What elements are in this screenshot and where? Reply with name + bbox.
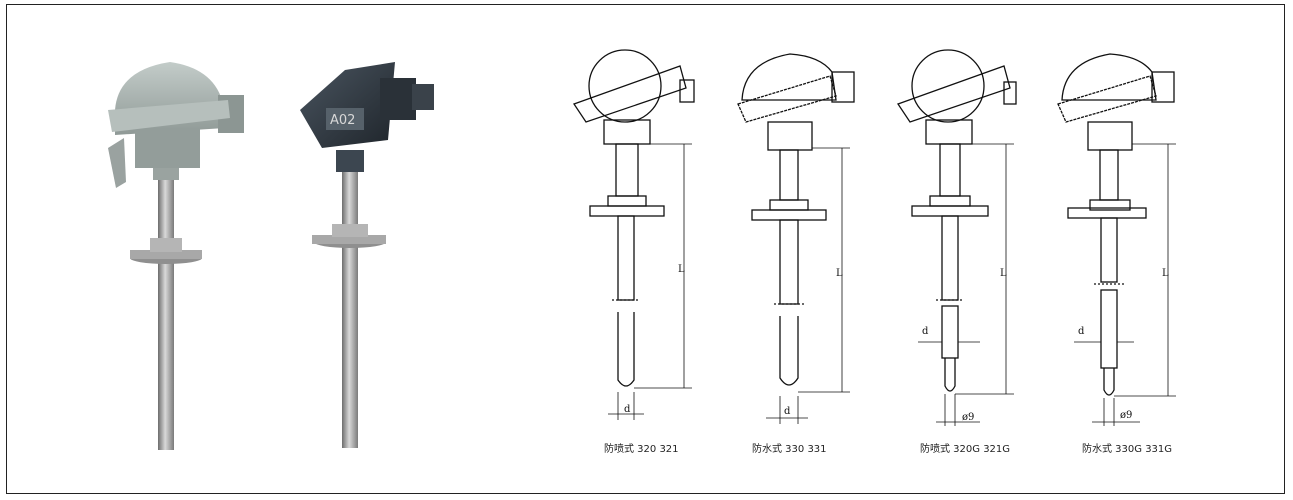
drawing-330G-331G xyxy=(1057,53,1176,426)
dim-length-label: L xyxy=(678,264,685,275)
dim-tip-diameter-label: ø9 xyxy=(1120,410,1132,421)
dim-length-label: L xyxy=(1162,268,1169,279)
drawing-330-331 xyxy=(737,53,855,424)
caption-320-321: 防喷式 320 321 xyxy=(604,444,679,455)
caption-330-331: 防水式 330 331 xyxy=(752,444,827,455)
caption-330G-331G: 防水式 330G 331G xyxy=(1082,444,1173,455)
photo-dark-thermocouple: A02 xyxy=(300,62,434,448)
caption-320G-321G: 防喷式 320G 321G xyxy=(920,444,1011,455)
dim-diameter-label: d xyxy=(784,406,791,417)
dim-diameter-label: d xyxy=(624,404,631,415)
dim-length-label: L xyxy=(1000,268,1007,279)
drawing-320-321 xyxy=(572,49,695,420)
dim-length-label: L xyxy=(836,268,843,279)
head-plate-text: A02 xyxy=(330,113,355,128)
dim-diameter-label: d xyxy=(922,326,929,337)
dim-diameter-label: d xyxy=(1078,326,1085,337)
dim-tip-diameter-label: ø9 xyxy=(962,412,974,423)
drawing-320G-321G xyxy=(896,49,1017,426)
photo-grey-thermocouple xyxy=(108,62,244,450)
figure-frame xyxy=(6,4,1285,494)
